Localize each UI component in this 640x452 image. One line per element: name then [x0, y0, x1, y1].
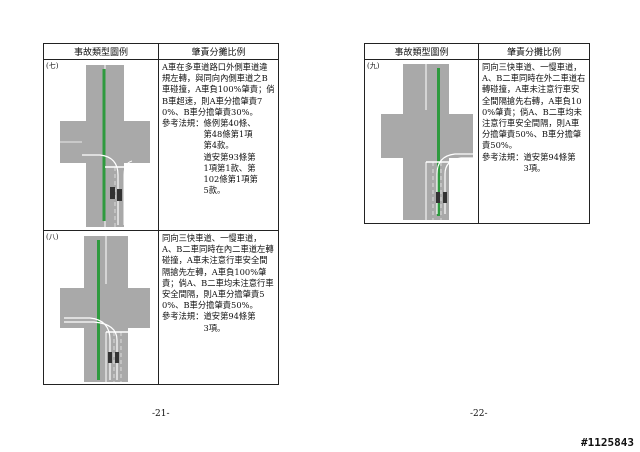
- header-legend: 事故類型圖例: [364, 43, 479, 60]
- road-horizontal: [381, 114, 473, 158]
- case-8-number: (八): [46, 233, 59, 241]
- case-row-9: (九) 同向三快車道、一慢車道，A、B二車同時在外二車道右轉碰撞，A車未注意行車…: [364, 59, 590, 224]
- right-page-table: 事故類型圖例 肇責分攤比例 (九) 同向三快車道、一慢車道，A、B二車同時在外二…: [364, 43, 590, 224]
- vehicle-a: [436, 192, 440, 203]
- case-9-figure-cell: (九): [364, 59, 479, 224]
- vehicle-a: [108, 352, 112, 363]
- table-header-row: 事故類型圖例 肇責分攤比例: [43, 43, 279, 60]
- road-horizontal: [60, 288, 150, 328]
- green-path-a: [97, 240, 100, 380]
- page-number-left: -21-: [152, 409, 170, 419]
- vehicle-b: [115, 352, 119, 363]
- turn-arrow-a: [436, 153, 473, 214]
- green-path-a: [102, 69, 106, 221]
- document-id-stamp: #1125843: [581, 436, 634, 449]
- header-legend: 事故類型圖例: [43, 43, 159, 60]
- turn-arrow-right: [123, 160, 133, 225]
- vehicle-b: [443, 192, 447, 203]
- case-7-intersection-diagram: [60, 65, 150, 227]
- case-row-8: (八) 同向三快車道、一慢車道，A、B二車同時在內二車道左轉碰撞，A車未注意行車…: [43, 230, 279, 385]
- case-8-figure-cell: (八): [43, 230, 159, 385]
- turn-arrow-left: [82, 154, 119, 225]
- case-9-intersection-diagram: [381, 64, 473, 220]
- case-7-number: (七): [46, 62, 59, 70]
- case-9-description-cell: 同向三快車道、一慢車道，A、B二車同時在外二車道右轉碰撞，A車未注意行車安全間隔…: [478, 59, 590, 224]
- vehicle-a: [110, 187, 115, 199]
- turn-arrow-b: [64, 321, 118, 380]
- case-8-description: 同向三快車道、一慢車道，A、B二車同時在內二車道左轉碰撞，A車未注意行車安全間隔…: [162, 233, 274, 333]
- case-row-7: (七) A車在多車道路口外側車道違規左轉，與同向內側車道之B車碰撞，A車負100…: [43, 59, 279, 231]
- case-7-figure-cell: (七): [43, 59, 159, 231]
- case-8-intersection-diagram: [60, 236, 150, 382]
- header-ratio: 肇責分攤比例: [158, 43, 279, 60]
- header-ratio: 肇責分攤比例: [478, 43, 590, 60]
- page-number-right: -22-: [470, 409, 488, 419]
- green-path-a: [437, 68, 440, 216]
- case-9-number: (九): [367, 62, 380, 70]
- turn-arrow-b: [444, 157, 473, 214]
- table-header-row: 事故類型圖例 肇責分攤比例: [364, 43, 590, 60]
- vehicle-b: [117, 189, 122, 201]
- case-9-description: 同向三快車道、一慢車道，A、B二車同時在外二車道右轉碰撞，A車未注意行車安全間隔…: [482, 62, 586, 173]
- case-7-description: A車在多車道路口外側車道違規左轉，與同向內側車道之B車碰撞，A車負100%肇責；…: [162, 62, 275, 196]
- case-7-description-cell: A車在多車道路口外側車道違規左轉，與同向內側車道之B車碰撞，A車負100%肇責；…: [158, 59, 279, 231]
- case-8-description-cell: 同向三快車道、一慢車道，A、B二車同時在內二車道左轉碰撞，A車未注意行車安全間隔…: [158, 230, 279, 385]
- left-page-table: 事故類型圖例 肇責分攤比例 (七) A車在多車道路口外側車道違規左轉，與同向內側…: [43, 43, 279, 385]
